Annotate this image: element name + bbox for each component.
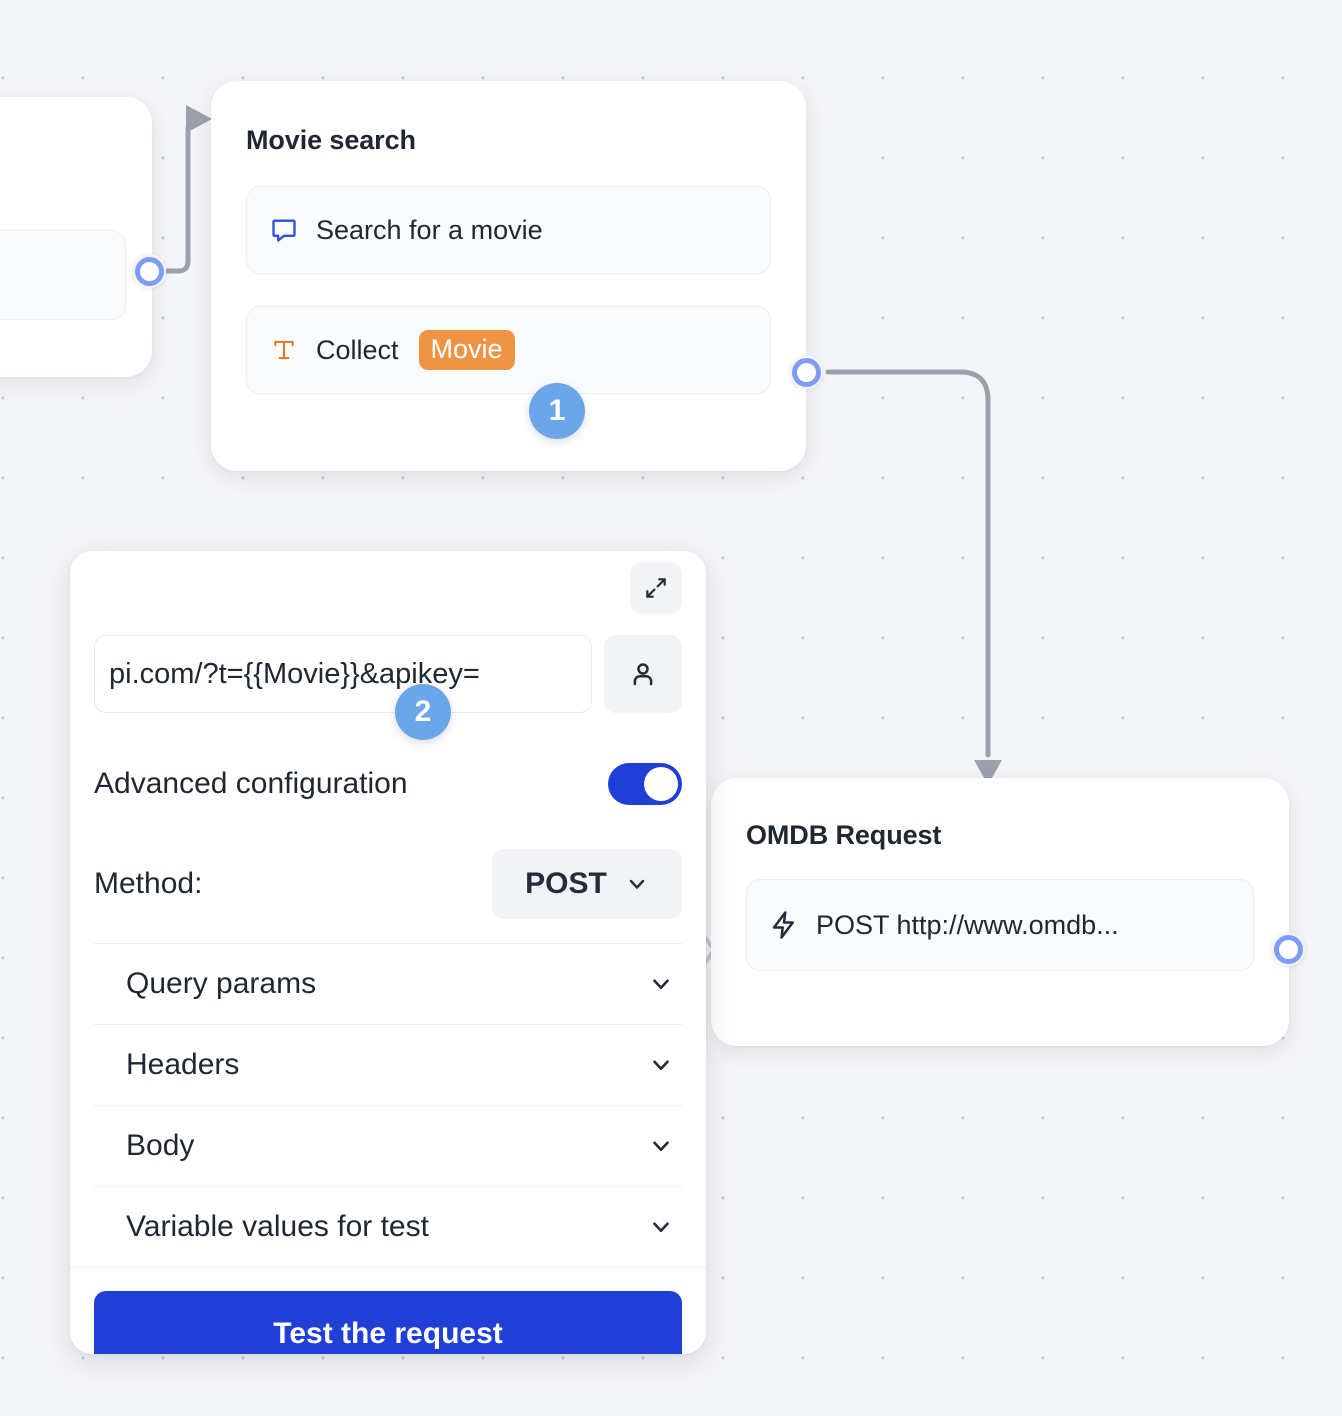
accordion-label: Headers <box>126 1048 240 1081</box>
url-input[interactable]: pi.com/?t={{Movie}}&apikey= <box>94 635 592 713</box>
partial-node-left[interactable] <box>0 97 152 377</box>
accordion-label: Body <box>126 1129 195 1162</box>
expand-diagonal-icon-button[interactable] <box>630 562 682 614</box>
chevron-down-icon <box>653 979 669 990</box>
accordion-headers[interactable]: Headers <box>94 1024 682 1105</box>
test-the-request-button[interactable]: Test the request <box>94 1291 682 1354</box>
url-row: pi.com/?t={{Movie}}&apikey= <box>94 635 682 713</box>
node-row-search-for-a-movie[interactable]: Search for a movie <box>246 186 771 274</box>
method-selected-value: POST <box>525 867 607 900</box>
connector-handle-movie-search-source[interactable] <box>789 355 823 389</box>
node-omdb-request[interactable]: OMDB Request POST http://www.omdb... <box>711 778 1289 1046</box>
node-row-post-request[interactable]: POST http://www.omdb... <box>746 879 1254 971</box>
partial-node-row <box>0 230 126 320</box>
advanced-configuration-label: Advanced configuration <box>94 767 408 800</box>
method-label: Method: <box>94 867 203 900</box>
node-row-label: Search for a movie <box>316 214 543 245</box>
variable-pill-movie[interactable]: Movie <box>418 329 515 371</box>
accordion-label: Variable values for test <box>126 1210 429 1243</box>
lightning-bolt-icon <box>769 910 799 940</box>
chevron-down-icon <box>653 1141 669 1152</box>
advanced-configuration-toggle[interactable] <box>608 763 682 805</box>
chevron-down-icon <box>629 879 645 889</box>
step-badge-2: 2 <box>395 684 451 740</box>
step-badge-1: 1 <box>529 383 585 439</box>
node-movie-search[interactable]: Movie search Search for a movie Collect <box>211 81 806 471</box>
text-type-icon <box>269 337 299 363</box>
user-icon-button[interactable] <box>604 635 682 713</box>
node-title-movie-search: Movie search <box>246 125 416 155</box>
accordion-query-params[interactable]: Query params <box>94 943 682 1024</box>
connector-handle-partial-source[interactable] <box>132 254 166 288</box>
method-select[interactable]: POST <box>492 849 682 919</box>
test-button-wrap: Test the request <box>70 1267 706 1354</box>
message-square-icon <box>269 216 299 244</box>
accordion-body[interactable]: Body <box>94 1105 682 1186</box>
expand-diagonal-icon <box>646 578 666 598</box>
accordion-label: Query params <box>126 967 317 1000</box>
connector-handle-omdb-source[interactable] <box>1271 932 1305 966</box>
node-row-label: Collect <box>316 334 399 365</box>
user-icon <box>633 663 653 686</box>
advanced-configuration-row: Advanced configuration <box>94 763 682 805</box>
node-row-collect-movie[interactable]: Collect Movie <box>246 306 771 394</box>
request-config-panel[interactable]: pi.com/?t={{Movie}}&apikey= Advanced con… <box>70 551 706 1354</box>
chevron-down-icon <box>653 1060 669 1071</box>
chevron-down-icon <box>653 1222 669 1233</box>
accordion-variable-values-for-test[interactable]: Variable values for test <box>94 1186 682 1267</box>
node-title-omdb-request: OMDB Request <box>746 820 942 850</box>
method-row: Method: POST <box>94 849 682 943</box>
node-row-label: POST http://www.omdb... <box>816 909 1119 940</box>
